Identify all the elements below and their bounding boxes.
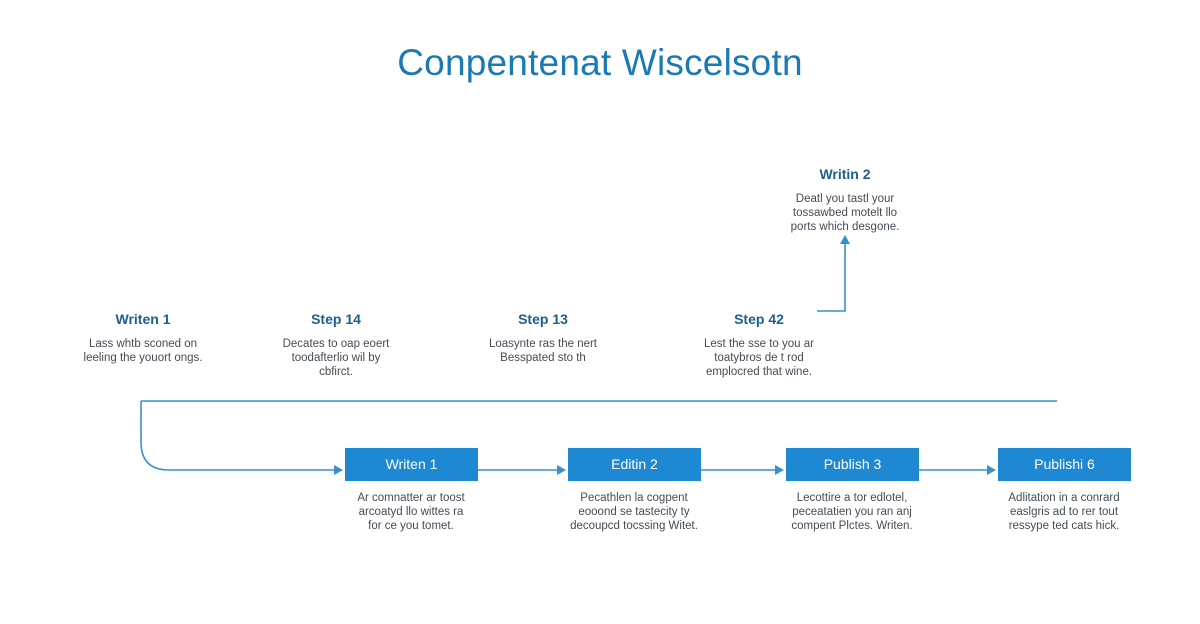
top-step-4: Step 42 Lest the sse to you ar toatybros… [659,311,859,379]
desc-line: toatybros de t rod [714,352,804,364]
desc-line: eooond se tastecity ty [578,506,690,518]
top-step-3: Step 13 Loasynte ras the nert Besspated … [443,311,643,365]
desc-line: ports which desgone. [790,221,900,233]
desc-line: for ce you tomet. [368,520,454,532]
desc-line: Lass whtb sconed on [88,338,198,350]
arrowhead [334,465,343,475]
top-step-desc: Loasynte ras the nert Besspated sto th [443,337,643,365]
raised-step-heading: Writin 2 [819,166,871,182]
box-desc-1: Ar comnatter ar toost arcoatyd llo witte… [311,491,511,533]
arrowhead [987,465,996,475]
process-box-4: Publishi 6 [998,448,1131,481]
loop-connector [140,401,335,471]
desc-line: cbfirct. [319,366,353,378]
box-desc-3: Lecottire a tor edlotel, peceatatien you… [752,491,952,533]
desc-line: Ar comnatter ar toost [357,492,465,504]
desc-line: Deatl you tastl your [795,193,895,205]
desc-line: Decates to oap eoert [282,338,390,350]
desc-line: decoupcd tocssing Witet. [570,520,698,532]
top-step-2: Step 14 Decates to oap eoert toodafterli… [236,311,436,379]
desc-line: arcoatyd llo wittes ra [358,506,464,518]
raise-connector [817,244,846,312]
top-step-desc: Lest the sse to you ar toatybros de t ro… [659,337,859,379]
diagram-title: Conpentenat Wiscelsotn [397,42,803,83]
desc-line: tossawbed motelt llo [792,207,898,219]
desc-line: Besspated sto th [500,352,586,364]
desc-line: Pecathlen la cogpent [580,492,688,504]
process-box-3: Publish 3 [786,448,919,481]
desc-line: Loasynte ras the nert [488,338,598,350]
top-step-desc: Lass whtb sconed on leeling the youort o… [43,337,243,365]
desc-line: easlgris ad to rer tout [1009,506,1119,518]
arrowhead [557,465,566,475]
top-step-1: Writen 1 Lass whtb sconed on leeling the… [43,311,243,365]
top-step-heading: Step 13 [518,311,568,327]
top-step-heading: Step 42 [734,311,784,327]
desc-line: Adlitation in a conrard [1008,492,1120,504]
desc-line: emplocred that wine. [705,366,813,378]
raised-step-desc: Deatl you tastl your tossawbed motelt ll… [745,192,945,234]
top-step-desc: Decates to oap eoert toodafterlio wil by… [236,337,436,379]
raised-step: Writin 2 Deatl you tastl your tossawbed … [745,166,945,234]
desc-line: Lest the sse to you ar [704,338,814,350]
desc-line: compent Plctes. Writen. [791,520,913,532]
desc-line: peceatatien you ran anj [792,506,912,518]
desc-line: leeling the youort ongs. [83,352,203,364]
desc-line: ressype ted cats hick. [1008,520,1120,532]
process-box-1: Writen 1 [345,448,478,481]
box-desc-4: Adlitation in a conrard easlgris ad to r… [964,491,1164,533]
box-desc-2: Pecathlen la cogpent eooond se tastecity… [534,491,734,533]
process-box-2: Editin 2 [568,448,701,481]
desc-line: toodafterlio wil by [291,352,381,364]
desc-line: Lecottire a tor edlotel, [796,492,908,504]
top-step-heading: Step 14 [311,311,361,327]
arrowhead-up [840,235,850,244]
top-step-heading: Writen 1 [115,311,171,327]
arrowhead [775,465,784,475]
